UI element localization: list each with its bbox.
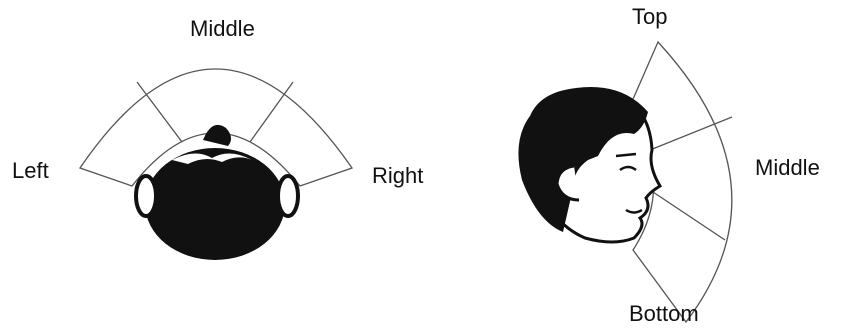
bottom-label: Bottom xyxy=(629,303,699,325)
profile-head-icon xyxy=(518,87,660,242)
right-fan-divider-1 xyxy=(650,117,732,150)
right-label: Right xyxy=(372,165,423,187)
right-ear xyxy=(278,176,298,216)
left-head-diagram xyxy=(80,69,352,260)
left-ear xyxy=(136,176,156,216)
top-label: Top xyxy=(632,6,667,28)
left-label: Left xyxy=(12,160,49,182)
right-middle-label: Middle xyxy=(755,157,820,179)
right-head-diagram xyxy=(518,42,732,322)
left-middle-label: Middle xyxy=(190,18,255,40)
head-top-view xyxy=(145,148,285,260)
right-fan-divider-2 xyxy=(650,190,725,240)
hair-tuft xyxy=(203,125,231,146)
left-fan-divider-1 xyxy=(137,82,182,142)
left-fan-divider-2 xyxy=(250,82,293,142)
top-view-head-icon xyxy=(136,125,298,260)
